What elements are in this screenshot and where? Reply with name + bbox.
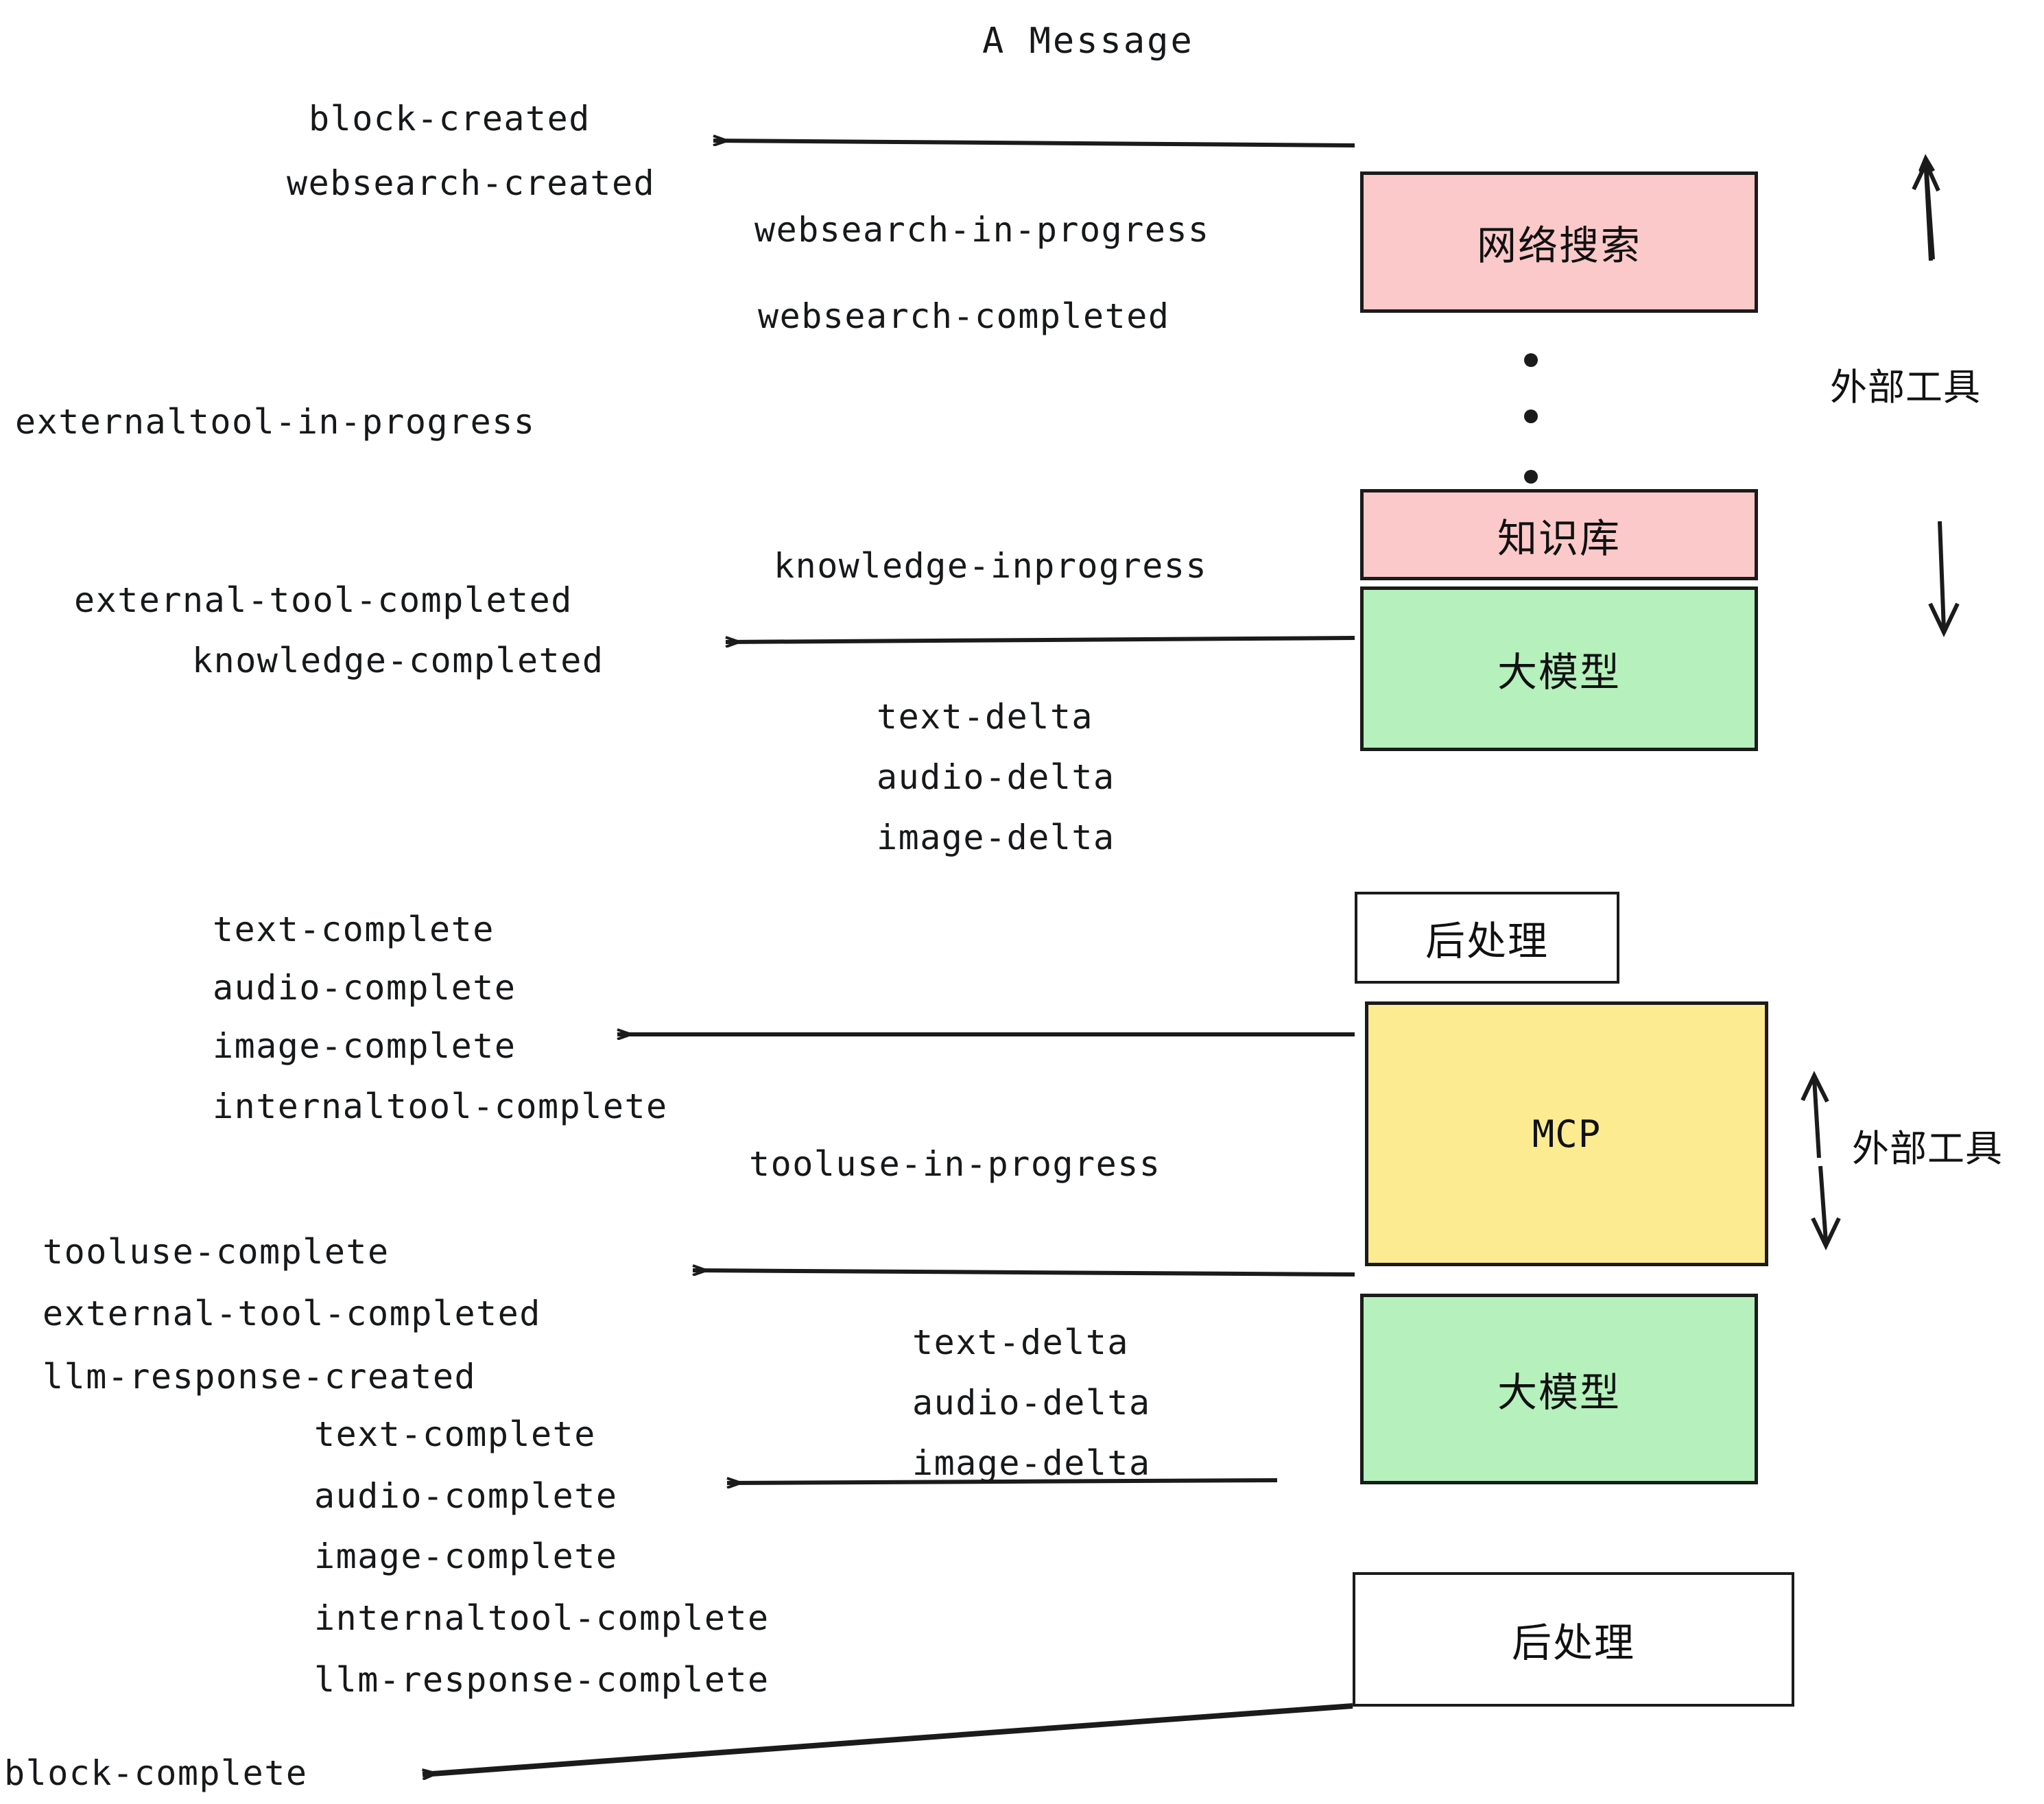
node-llm-1[interactable]: 大模型 xyxy=(1360,586,1758,751)
external-tool-bracket-up-1 xyxy=(1926,163,1935,260)
node-postproc-1-label: 后处理 xyxy=(1425,918,1549,964)
event-label-websearch-completed: websearch-completed xyxy=(758,296,1170,336)
event-label-llm-response-created: llm-response-created xyxy=(43,1357,477,1397)
arrow-websearch-created xyxy=(713,141,1355,147)
node-mcp-label: MCP xyxy=(1532,1112,1602,1156)
event-label-image-delta-2: image-delta xyxy=(912,1443,1151,1483)
node-postproc-2-label: 后处理 xyxy=(1511,1619,1635,1666)
event-label-tooluse-in-progress: tooluse-in-progress xyxy=(749,1144,1161,1184)
ellipsis-dot-3 xyxy=(1524,470,1538,484)
event-label-text-delta-2: text-delta xyxy=(912,1322,1130,1362)
event-label-image-complete-2: image-complete xyxy=(314,1536,618,1576)
group-label-external-tool-1: 外部工具 xyxy=(1830,366,1981,409)
event-label-websearch-in-progress: websearch-in-progress xyxy=(754,210,1210,250)
node-postproc-1[interactable]: 后处理 xyxy=(1355,892,1619,984)
event-label-text-delta-1: text-delta xyxy=(877,697,1094,737)
node-llm-1-label: 大模型 xyxy=(1497,649,1621,696)
external-tool-arrow-down-1 xyxy=(1938,521,1946,630)
event-label-text-complete-2: text-complete xyxy=(314,1414,596,1454)
event-label-audio-delta-2: audio-delta xyxy=(912,1383,1151,1423)
event-label-llm-response-complete: llm-response-complete xyxy=(314,1660,770,1700)
arrow-tooluse-complete xyxy=(693,1270,1355,1277)
node-knowledge-label: 知识库 xyxy=(1497,514,1621,562)
event-label-external-tool-completed-2: external-tool-completed xyxy=(43,1294,541,1333)
page-title: A Message xyxy=(982,21,1194,62)
external-tool-arrowhead-down-2 xyxy=(1811,1217,1841,1250)
ellipsis-dot-2 xyxy=(1524,410,1538,423)
group-label-external-tool-2: 外部工具 xyxy=(1852,1127,2003,1170)
external-tool-arrow-down-2 xyxy=(1818,1165,1828,1242)
event-label-knowledge-inprogress: knowledge-inprogress xyxy=(774,546,1208,586)
event-label-block-complete: block-complete xyxy=(4,1753,308,1793)
external-tool-arrowhead-up-2 xyxy=(1801,1071,1829,1103)
node-llm-2[interactable]: 大模型 xyxy=(1360,1294,1758,1484)
node-mcp[interactable]: MCP xyxy=(1365,1001,1768,1266)
event-label-text-complete-1: text-complete xyxy=(213,910,495,949)
external-tool-arrowhead-down-1 xyxy=(1928,602,1960,637)
external-tool-arrowhead-up-1 xyxy=(1912,158,1940,192)
arrow-block-complete xyxy=(423,1703,1353,1775)
external-tool-arrow-up-2 xyxy=(1812,1078,1821,1159)
event-label-block-created: block-created xyxy=(309,99,591,139)
event-label-external-tool-completed-1: external-tool-completed xyxy=(74,580,573,620)
node-postproc-2[interactable]: 后处理 xyxy=(1353,1572,1794,1707)
event-label-websearch-created: websearch-created xyxy=(287,163,656,203)
event-label-externaltool-in-progress: externaltool-in-progress xyxy=(15,402,536,442)
external-tool-arrow-up-1 xyxy=(1924,169,1933,261)
event-label-audio-complete-1: audio-complete xyxy=(213,968,516,1008)
node-websearch[interactable]: 网络搜索 xyxy=(1360,171,1758,313)
event-label-image-complete-1: image-complete xyxy=(213,1026,516,1066)
event-label-internaltool-complete-1: internaltool-complete xyxy=(213,1087,668,1126)
event-label-internaltool-complete-2: internaltool-complete xyxy=(314,1598,770,1638)
arrow-knowledge-completed xyxy=(726,636,1355,642)
node-llm-2-label: 大模型 xyxy=(1497,1369,1621,1416)
ellipsis-dot-1 xyxy=(1524,353,1538,367)
node-websearch-label: 网络搜索 xyxy=(1476,222,1641,269)
node-knowledge[interactable]: 知识库 xyxy=(1360,489,1758,580)
event-label-audio-delta-1: audio-delta xyxy=(877,757,1115,797)
event-label-audio-complete-2: audio-complete xyxy=(314,1476,618,1516)
event-label-tooluse-complete: tooluse-complete xyxy=(43,1232,390,1272)
event-label-image-delta-1: image-delta xyxy=(877,818,1115,857)
event-label-knowledge-completed: knowledge-completed xyxy=(192,641,604,680)
